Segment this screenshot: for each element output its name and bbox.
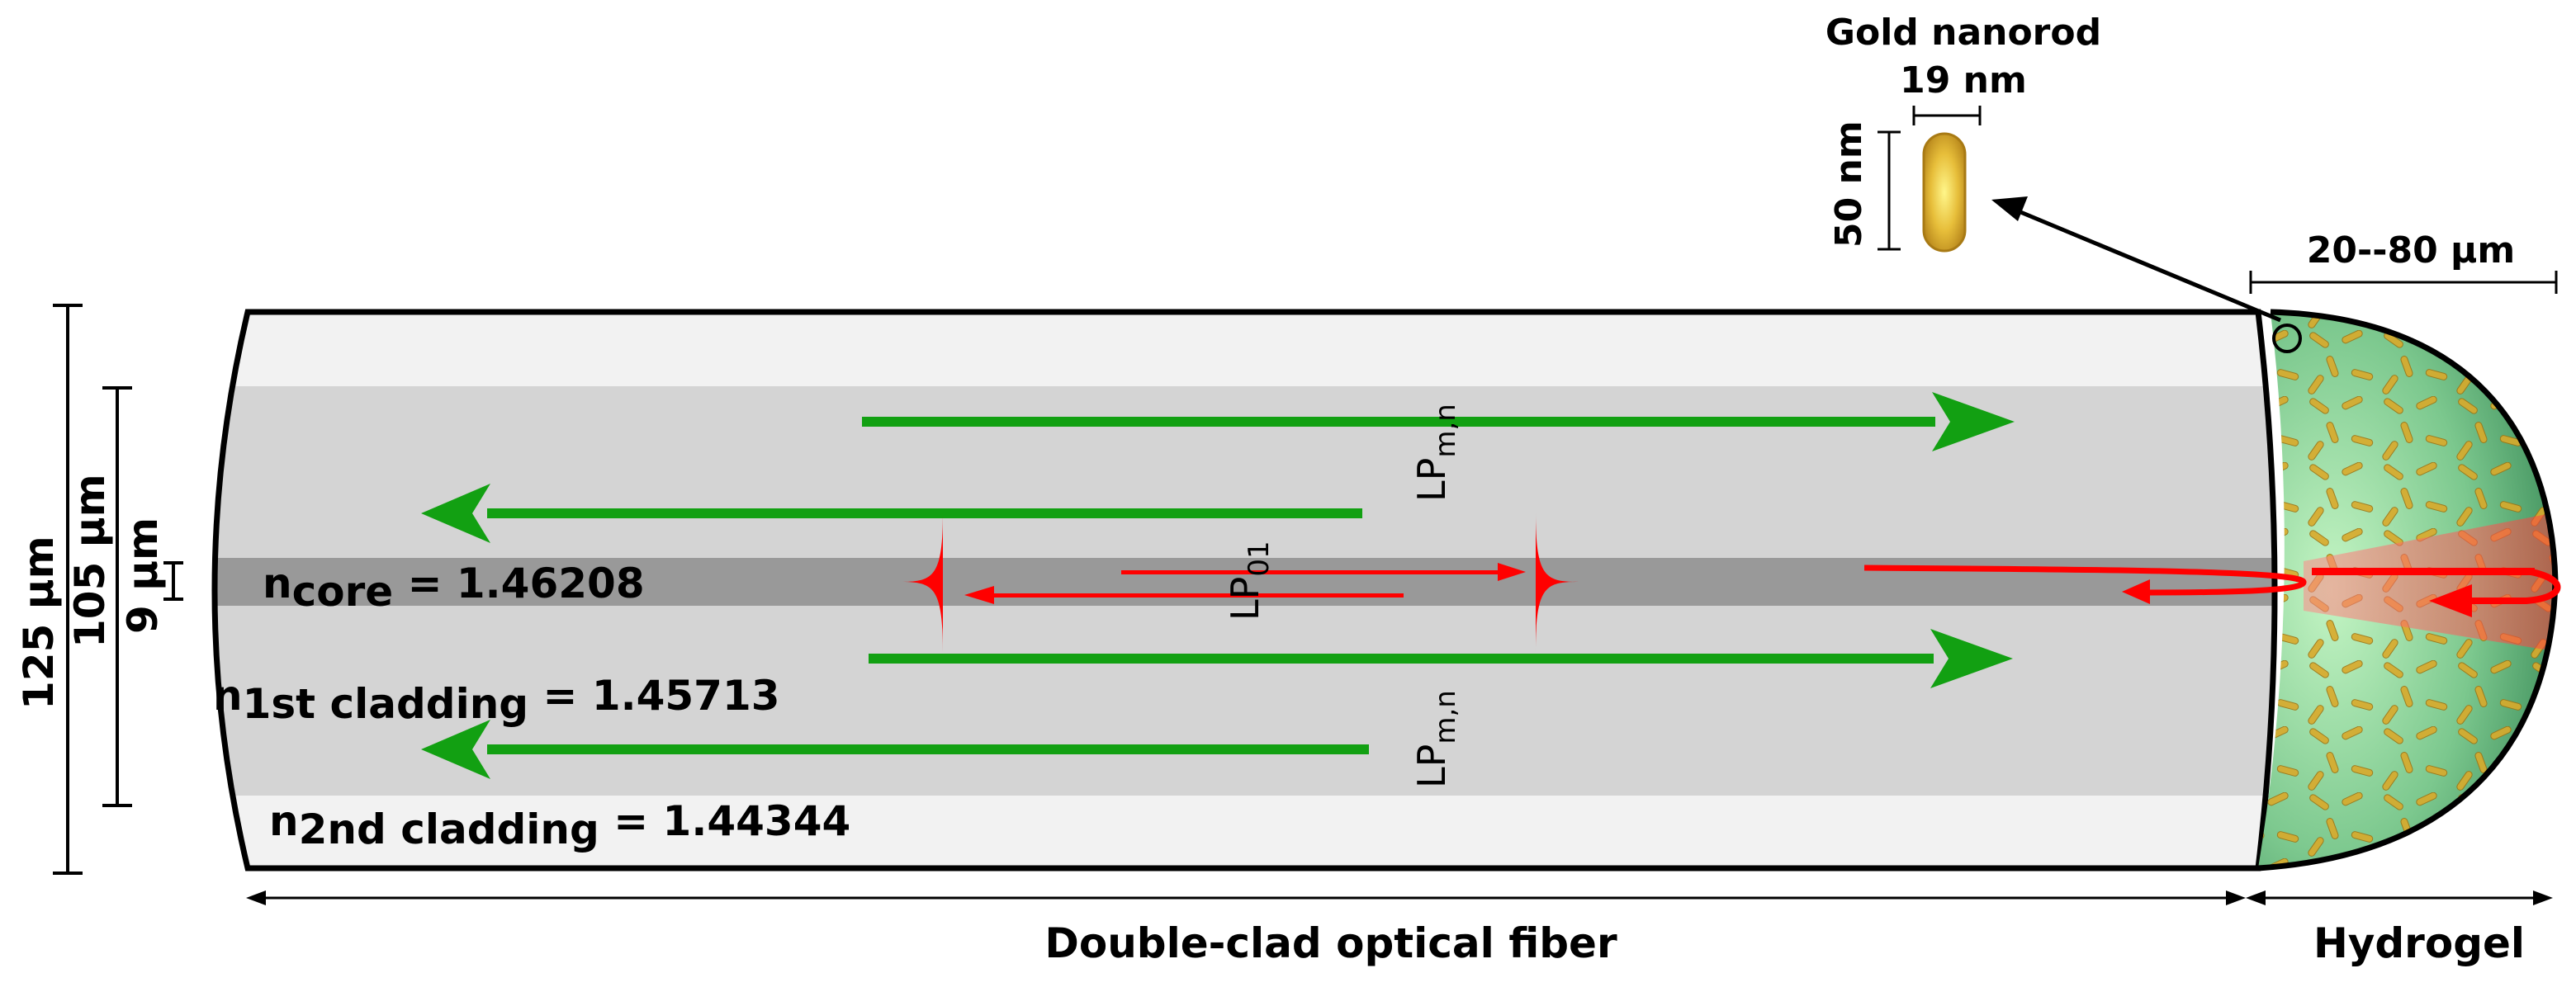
- green-arrow-2: [421, 484, 1362, 543]
- inner-cladding-diameter-label: 105 µm: [66, 474, 114, 648]
- green-arrow-4: [421, 720, 1369, 779]
- cladding-mode-arrows: [421, 392, 2015, 779]
- outer-diameter-label: 125 µm: [15, 536, 63, 710]
- hydrogel-length-arrow: [2246, 890, 2553, 905]
- core-mode-label: LP01: [1223, 541, 1276, 621]
- green-arrow-3: [869, 629, 2013, 688]
- pulse-left: [900, 512, 943, 652]
- cladding-mode-label-bottom: LPm,n: [1409, 690, 1462, 788]
- hydrogel-cap: [2257, 309, 2559, 872]
- core-mode-arrows: [900, 512, 2561, 652]
- gold-nanorod-inset: Gold nanorod 19 nm 50 nm: [1825, 12, 2101, 253]
- nanorod-shape: [1922, 132, 1967, 253]
- fiber-label: Double-clad optical fiber: [1044, 919, 1617, 967]
- pulse-right: [1536, 512, 1579, 652]
- hydrogel-label: Hydrogel: [2313, 919, 2525, 967]
- nanorod-width-label: 19 nm: [1900, 59, 2027, 102]
- red-hydrogel-arrow: [2312, 568, 2561, 617]
- first-cladding-index-label: n1st cladding = 1.45713: [213, 672, 780, 728]
- fiber-length-arrow: [246, 890, 2246, 905]
- optical-fiber: [215, 312, 2275, 868]
- green-arrow-1: [862, 392, 2015, 451]
- hydrogel-depth-dimension: [2249, 271, 2558, 294]
- nanorod-length-label: 50 nm: [1828, 120, 1870, 248]
- core-diameter-label: 9 µm: [119, 517, 167, 634]
- red-reflection-arrow: [1863, 564, 2307, 604]
- red-arrow-backward: [964, 586, 1404, 604]
- core-index-label: ncore = 1.46208: [263, 560, 645, 616]
- hydrogel-depth-label: 20--80 µm: [2307, 229, 2516, 272]
- cladding-mode-label-top: LPm,n: [1409, 404, 1462, 502]
- nanorod-title: Gold nanorod: [1825, 12, 2101, 54]
- nanorod-pointer-arrow: [1991, 196, 2281, 323]
- red-arrow-forward: [1121, 563, 1526, 581]
- dimension-lines-left: [53, 304, 183, 875]
- second-cladding-index-label: n2nd cladding = 1.44344: [269, 797, 850, 853]
